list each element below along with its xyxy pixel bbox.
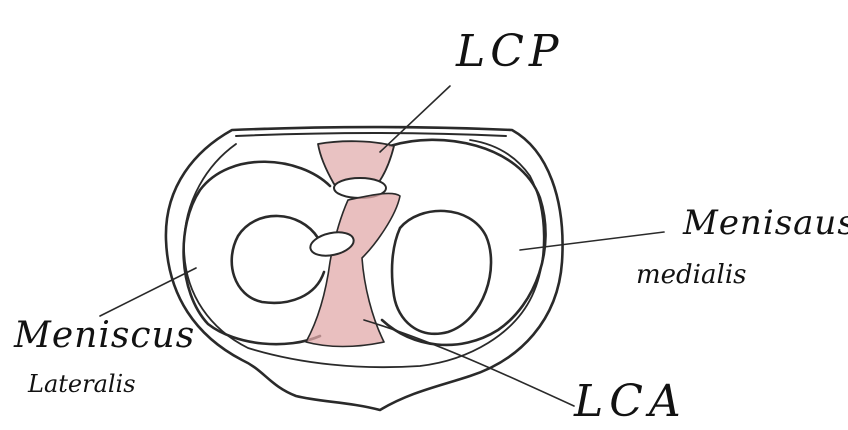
label-acl: LCA (574, 380, 687, 424)
label-pcl: LCP (456, 30, 564, 74)
leader-line-acl (364, 320, 574, 406)
leader-line-lateral (100, 268, 196, 316)
lateral-meniscus-outer (184, 162, 330, 344)
label-medial-meniscus-line1: Menisaus (683, 206, 848, 240)
label-lateral-meniscus-line1: Meniscus (14, 318, 195, 354)
plateau-rim-line (236, 133, 506, 136)
lateral-meniscus-inner (232, 216, 324, 303)
medial-meniscus-inner (392, 211, 491, 334)
leader-line-medial (520, 232, 664, 250)
leader-line-pcl (380, 86, 450, 152)
label-medial-meniscus-line2: medialis (636, 262, 746, 288)
label-lateral-meniscus-line2: Lateralis (28, 372, 136, 396)
